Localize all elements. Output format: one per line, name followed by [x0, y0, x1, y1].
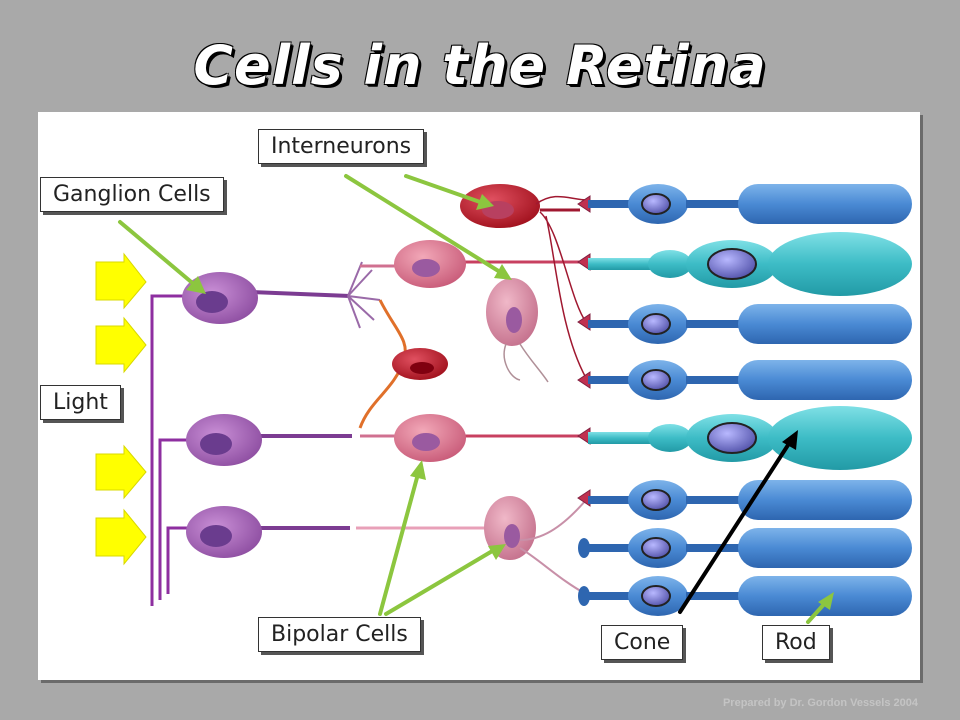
bipolar-processes — [356, 208, 586, 530]
bipolar-cell-3 — [484, 496, 587, 595]
arrow-bipolar-2 — [384, 544, 506, 616]
interneurons — [392, 184, 589, 383]
label-interneurons: Interneurons — [258, 129, 425, 164]
cone-1 — [588, 232, 912, 296]
ganglion-cell-3 — [186, 506, 350, 558]
slide-title: Cells in the Retina — [193, 34, 767, 97]
arrow-rod — [806, 592, 834, 624]
photoreceptors — [578, 184, 912, 616]
ganglion-cells — [182, 261, 381, 558]
rod-3 — [588, 360, 912, 400]
label-bipolar-cells: Bipolar Cells — [258, 617, 421, 652]
light-arrow-2 — [95, 316, 147, 374]
amacrine-cell — [486, 278, 549, 383]
bipolar-cells — [394, 240, 587, 595]
light-arrow-4 — [95, 508, 147, 566]
arrow-cone — [678, 430, 798, 614]
label-rod: Rod — [762, 625, 830, 660]
arrow-interneuron-1 — [404, 174, 494, 210]
rod-6 — [578, 576, 912, 616]
cone-2 — [588, 406, 912, 470]
rod-1 — [588, 184, 912, 224]
light-arrow-3 — [95, 444, 147, 500]
ganglion-cell-1 — [182, 261, 381, 329]
pointer-arrows — [118, 174, 834, 624]
label-ganglion-cells: Ganglion Cells — [40, 177, 224, 212]
rod-5 — [578, 528, 912, 568]
rod-4 — [588, 480, 912, 520]
arrow-interneuron-2 — [344, 174, 512, 280]
ganglion-cell-2 — [186, 414, 352, 466]
arrow-ganglion — [118, 220, 206, 294]
arrow-bipolar-1 — [378, 460, 426, 616]
footer-credit: Prepared by Dr. Gordon Vessels 2004 — [722, 697, 918, 709]
synaptic-terminals — [577, 195, 591, 507]
bipolar-cell-2 — [394, 414, 466, 462]
light-arrows — [95, 252, 147, 566]
rod-2 — [588, 304, 912, 344]
label-light: Light — [40, 385, 121, 420]
light-arrow-1 — [95, 252, 147, 310]
label-cone: Cone — [601, 625, 684, 660]
bipolar-cell-1 — [394, 240, 466, 288]
small-interneuron — [392, 348, 448, 380]
ganglion-axons — [150, 294, 190, 606]
